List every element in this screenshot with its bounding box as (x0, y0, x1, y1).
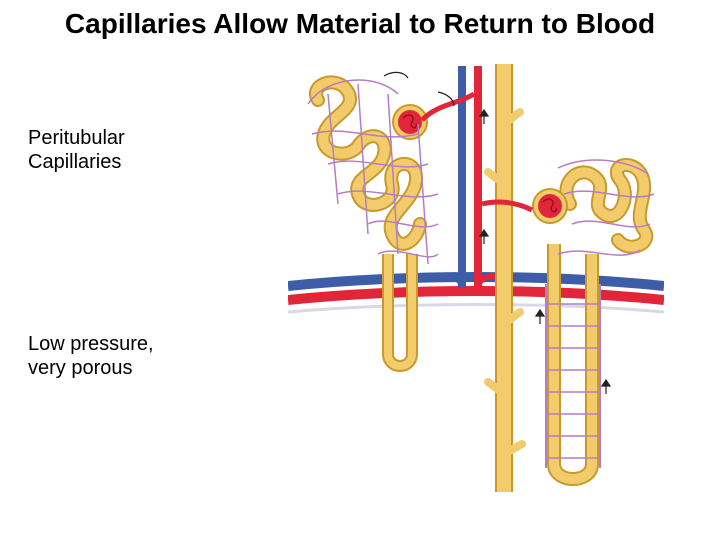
cortical-nephron (309, 75, 476, 372)
nephron-capillary-diagram (288, 64, 664, 492)
flow-arrows (383, 71, 612, 394)
juxtamedullary-nephron (481, 158, 654, 486)
caption-low-pressure: Low pressure, very porous (28, 333, 154, 379)
caption-peritubular-capillaries: Peritubular Capillaries (28, 127, 125, 173)
collecting-duct (484, 64, 526, 492)
peritubular-capillary-network (307, 79, 655, 265)
slide-title: Capillaries Allow Material to Return to … (64, 8, 656, 39)
